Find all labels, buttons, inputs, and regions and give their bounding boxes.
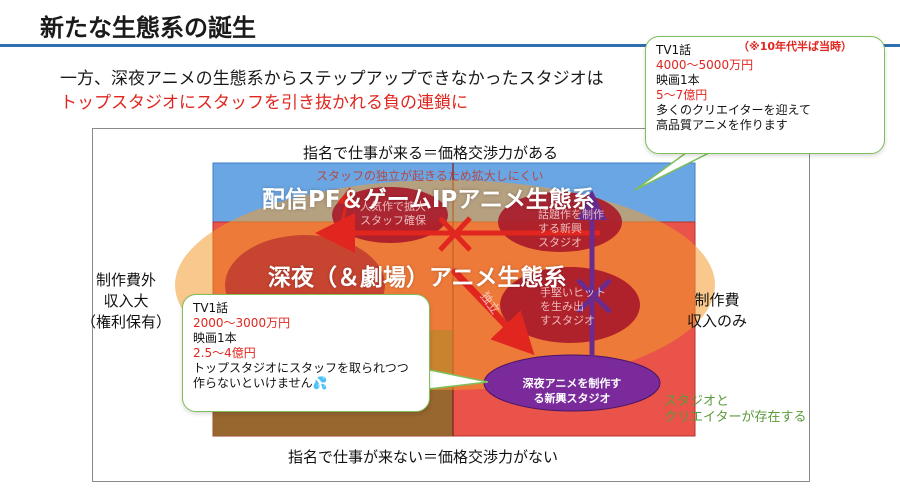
independence-arrow	[451, 268, 535, 356]
callout-tv-label: TV1話	[656, 43, 692, 57]
callout-desc-2: 高品質アニメを作ります	[656, 118, 788, 132]
blocked-x-mark	[438, 216, 472, 252]
callout-desc-1: トップスタジオにスタッフを取られつつ	[193, 361, 409, 375]
blob-topic-text: 話題作を制作 する新興 スタジオ	[538, 208, 604, 249]
callout-bubble-late-studio: TV1話 2000～3000万円 映画1本 2.5～4億円 トップスタジオにスタ…	[182, 294, 430, 412]
callout-movie-price: 5～7億円	[656, 88, 708, 102]
callout-tv-price: 2000～3000万円	[193, 316, 291, 330]
oval-new-studio-text: 深夜アニメを制作す る新興スタジオ	[522, 377, 622, 405]
callout-movie-price: 2.5～4億円	[193, 346, 256, 360]
blob-popular-text: 人気作で拡大 スタッフ確保	[360, 200, 426, 227]
callout-desc-2: 作らないといけません💦	[193, 376, 328, 390]
title-underline	[0, 44, 900, 47]
pf-band-title: 配信PF＆ゲームIPアニメ生態系	[262, 187, 595, 213]
callout-bubble-top-studio: TV1話 4000～5000万円 映画1本 5～7億円 多くのクリエイターを迎え…	[645, 36, 885, 154]
axis-bottom-label: 指名で仕事が来ない＝価格交渉力がない	[288, 448, 559, 466]
axis-top-label: 指名で仕事が来る＝価格交渉力がある	[303, 144, 559, 162]
intro-line-2: トップスタジオにスタッフを引き抜かれる負の連鎖に	[60, 93, 468, 113]
axis-right-label: 制作費 収入のみ	[686, 291, 747, 330]
callout-tv-label: TV1話	[193, 301, 229, 315]
callout-desc-1: 多くのクリエイターを迎えて	[656, 103, 811, 117]
slide-title: 新たな生態系の誕生	[40, 14, 256, 42]
callout-tv-price: 4000～5000万円	[656, 58, 754, 72]
blob-popular	[332, 187, 448, 243]
intro-line-1: 一方、深夜アニメの生態系からステップアップできなかったスタジオは	[60, 69, 604, 89]
axis-left-label: 制作費外 収入大 （権利保有）	[80, 271, 171, 331]
callout-movie-label: 映画1本	[656, 73, 700, 87]
pf-band-subtitle: スタッフの独立が起きるため拡大しにくい	[316, 169, 544, 183]
purple-x-mark	[576, 278, 612, 314]
era-note: （※10年代半ば当時）	[738, 40, 853, 53]
late-band-title: 深夜（＆劇場）アニメ生態系	[268, 265, 567, 291]
blob-steady-text: 手堅いヒット を生み出 すスタジオ	[540, 286, 606, 327]
green-note: スタジオと クリエイターが存在する	[664, 394, 807, 425]
callout-movie-label: 映画1本	[193, 331, 237, 345]
small-arrow	[337, 187, 355, 233]
